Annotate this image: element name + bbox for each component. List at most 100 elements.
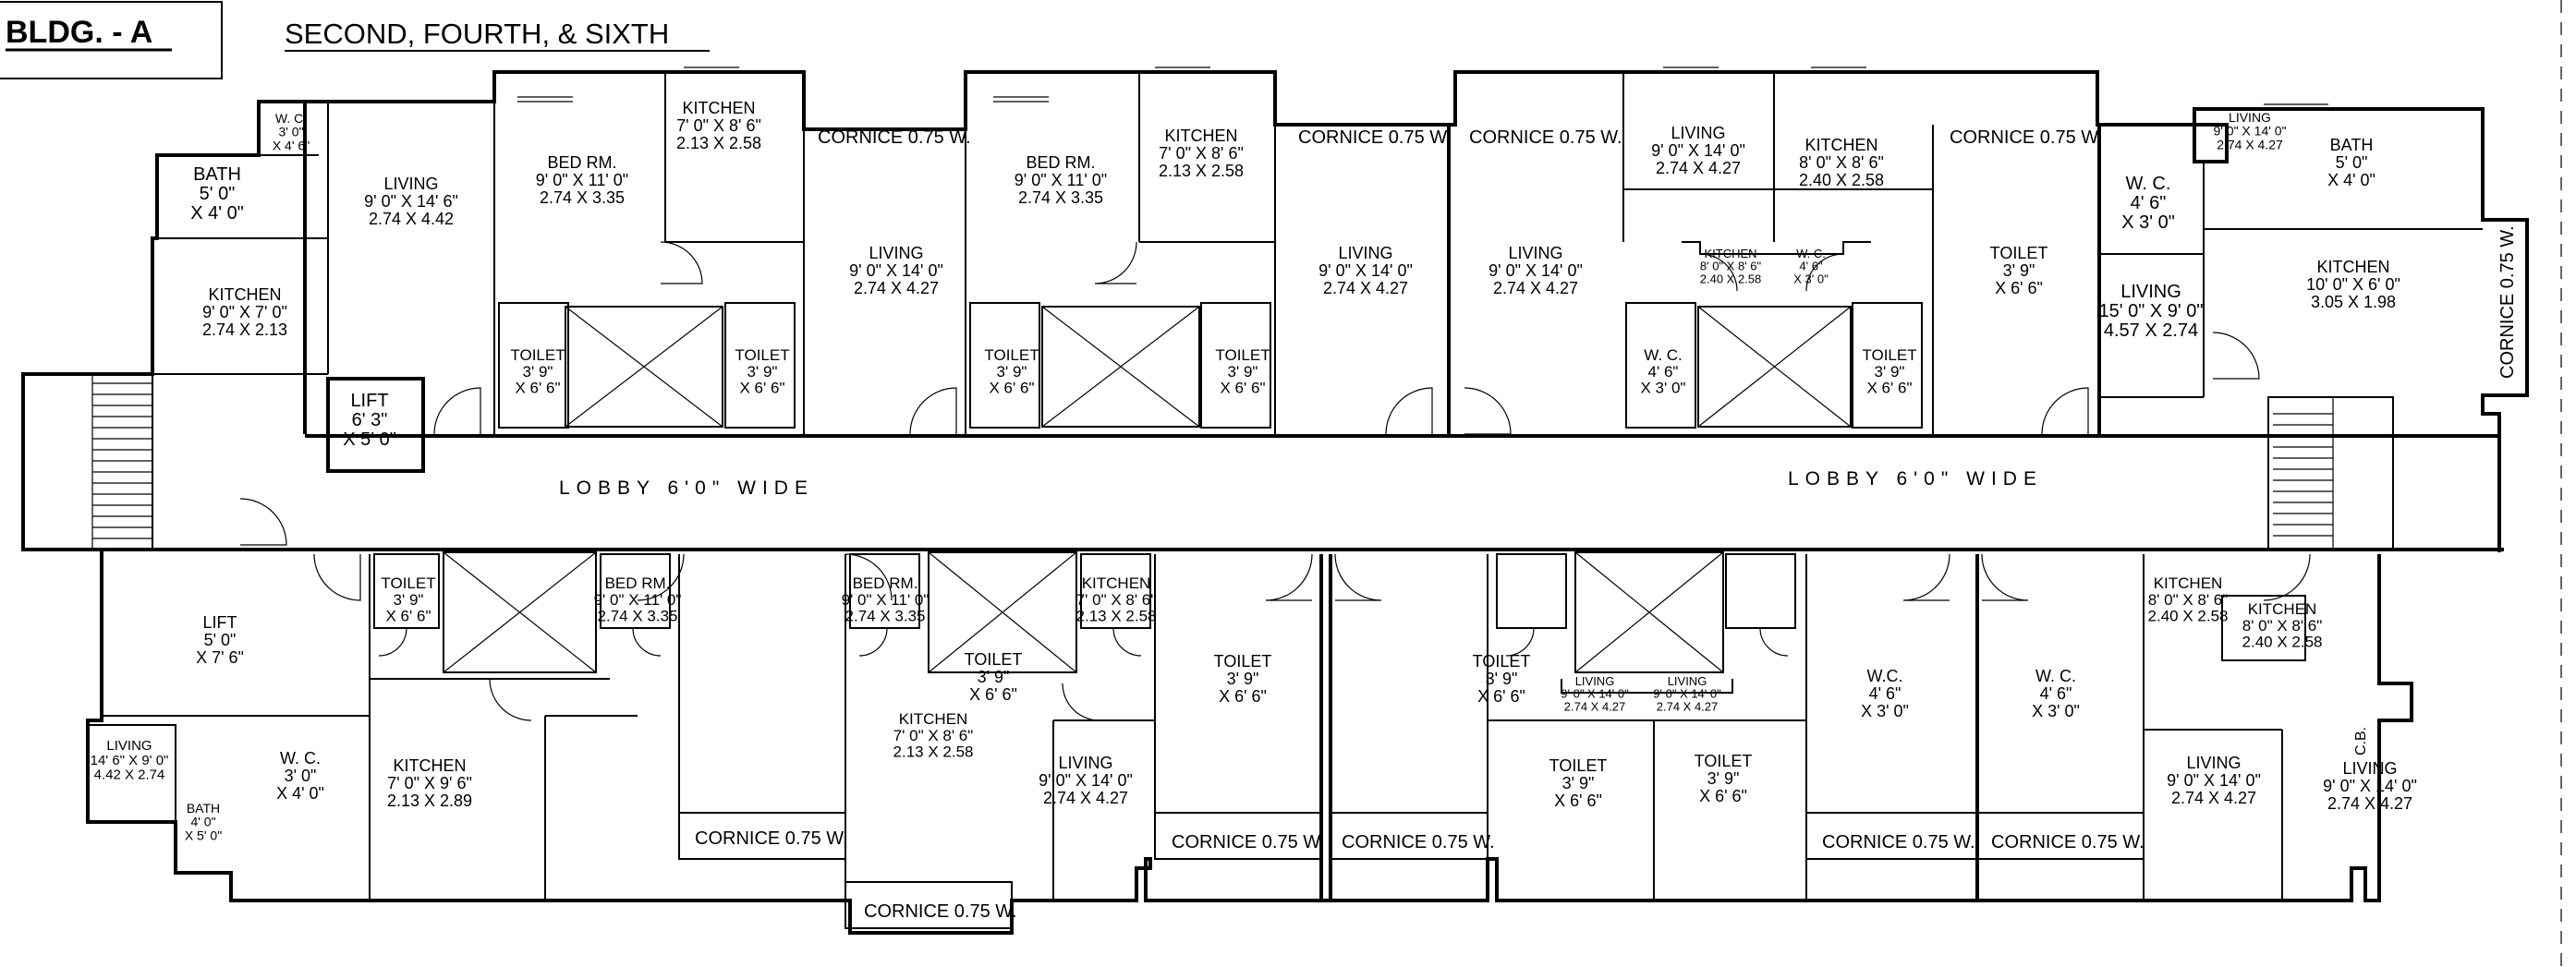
room-dimension: 9' 0" X 14' 0" xyxy=(849,261,943,280)
room-dimension: 2.74 X 4.27 xyxy=(1564,699,1626,713)
room-dimension: 2.74 X 2.13 xyxy=(202,320,287,339)
room-dimension: 2.13 X 2.89 xyxy=(387,792,472,810)
room-dimension: X 6' 6" xyxy=(990,380,1035,397)
room-dimension: 5' 0" xyxy=(200,184,236,204)
room-dimension: 2.74 X 4.27 xyxy=(1493,279,1578,297)
room-dimension: 7' 0" X 8' 6" xyxy=(676,116,761,135)
cornice-label: CORNICE 0.75 W. xyxy=(695,828,848,849)
cornice-label: CORNICE 0.75 W. xyxy=(1172,832,1325,852)
room-dimension: 2.40 X 2.58 xyxy=(1799,171,1884,189)
room-dimension: X 6' 6" xyxy=(1221,380,1266,397)
room-dimension: 2.74 X 4.27 xyxy=(1043,789,1128,807)
room-dimension: X 6' 6" xyxy=(1867,380,1913,397)
room-dimension: 3' 9" xyxy=(394,591,424,609)
room-dimension: X 4' 0" xyxy=(276,784,324,803)
room-name: TOILET xyxy=(984,346,1039,364)
room-dimension: 3' 9" xyxy=(978,668,1010,686)
room-label-bedroom: BED RM.9' 0" X 11' 0"2.74 X 3.35 xyxy=(536,153,628,207)
room-label-bedroom: BED RM.9' 0" X 11' 0"2.74 X 3.35 xyxy=(842,574,930,625)
room-name: TOILET xyxy=(1473,652,1531,671)
room-dimension: 9' 0" X 14' 0" xyxy=(1651,141,1745,160)
room-dimension: 2.74 X 4.42 xyxy=(369,210,454,228)
room-dimension: 2.40 X 2.58 xyxy=(2148,608,2229,625)
room-dimension: 3' 0" xyxy=(285,767,317,785)
room-dimension: 9' 0" X 14' 0" xyxy=(1561,687,1629,701)
room-label-wc: W. C.4' 6"X 3' 0" xyxy=(2032,667,2080,720)
room-dimension: X 6' 6" xyxy=(516,380,561,397)
cornice-label: CORNICE 0.75 W. xyxy=(1991,832,2145,852)
room-name: LIVING xyxy=(383,175,438,193)
room-dimension: 3' 9" xyxy=(1486,670,1518,688)
room-dimension: 4' 6" xyxy=(1869,684,1902,703)
room-name: TOILET xyxy=(1695,752,1753,770)
room-dimension: 3' 9" xyxy=(1562,774,1595,792)
cornice-label: CORNICE 0.75 W. xyxy=(1469,127,1622,148)
room-dimension: X 6' 6" xyxy=(1477,687,1525,706)
room-name: BATH xyxy=(187,801,220,816)
room-name: KITCHEN xyxy=(1804,136,1877,154)
room-dimension: 9' 0" X 14' 0" xyxy=(2323,777,2417,795)
room-dimension: 7' 0" X 8' 6" xyxy=(1076,591,1157,609)
room-name: TOILET xyxy=(1549,756,1608,775)
room-label-wc: W. C.4' 6"X 3' 0" xyxy=(1641,346,1686,397)
room-dimension: 10' 0" X 6' 0" xyxy=(2306,275,2400,294)
room-name: KITCHEN xyxy=(2154,574,2223,592)
room-name: TOILET xyxy=(1990,244,2048,262)
room-dimension: 7' 0" X 8' 6" xyxy=(1159,144,1244,163)
room-dimension: X 3' 0" xyxy=(1793,272,1829,285)
room-name: TOILET xyxy=(1215,346,1270,364)
room-name: KITCHEN xyxy=(208,285,281,304)
room-dimension: 2.74 X 4.27 xyxy=(854,279,939,297)
room-dimension: 2.13 X 2.58 xyxy=(676,134,761,152)
room-name: KITCHEN xyxy=(899,710,968,728)
room-dimension: 2.13 X 2.58 xyxy=(893,743,974,761)
room-dimension: 9' 0" X 14' 0" xyxy=(1488,261,1583,280)
room-name: W. C. xyxy=(2035,667,2076,685)
room-dimension: X 6' 6" xyxy=(969,685,1017,704)
room-label-wc: W. C.3' 0"X 4' 0" xyxy=(276,749,324,803)
room-label-bedroom: BED RM.9' 0" X 11' 0"2.74 X 3.35 xyxy=(1015,153,1107,207)
room-name: KITCHEN xyxy=(1704,247,1756,260)
room-label-wc: W. C.3' 0"X 4' 6" xyxy=(273,111,310,152)
room-dimension: 8' 0" X 8' 6" xyxy=(2148,591,2229,609)
room-dimension: X 4' 6" xyxy=(273,138,310,152)
room-name: KITCHEN xyxy=(1082,574,1151,592)
cornice-label: CORNICE 0.75 W. xyxy=(864,901,1017,922)
room-dimension: X 6' 6" xyxy=(740,380,785,397)
room-dimension: 8' 0" X 8' 6" xyxy=(1799,153,1884,172)
room-dimension: 9' 0" X 14' 0" xyxy=(1318,261,1413,280)
room-dimension: 9' 0" X 11' 0" xyxy=(842,591,930,609)
room-dimension: 4' 0" xyxy=(190,815,215,829)
floors-title-group: SECOND, FOURTH, & SIXTH xyxy=(285,18,710,52)
room-dimension: 9' 0" X 11' 0" xyxy=(536,171,628,189)
room-dimension: 5' 0" xyxy=(2336,153,2368,172)
lobby-label-right: LOBBY 6'0" WIDE xyxy=(1788,468,2043,490)
room-label-wc: W. C.4' 6"X 3' 0" xyxy=(1793,247,1829,285)
room-dimension: 2.74 X 3.35 xyxy=(1018,188,1103,207)
bottom-wing xyxy=(86,550,2413,935)
room-dimension: X 6' 6" xyxy=(1995,279,2043,297)
room-dimension: 9' 0" X 11' 0" xyxy=(1015,171,1107,189)
room-dimension: 2.74 X 4.27 xyxy=(1323,279,1408,297)
room-dimension: X 6' 6" xyxy=(1219,687,1267,706)
